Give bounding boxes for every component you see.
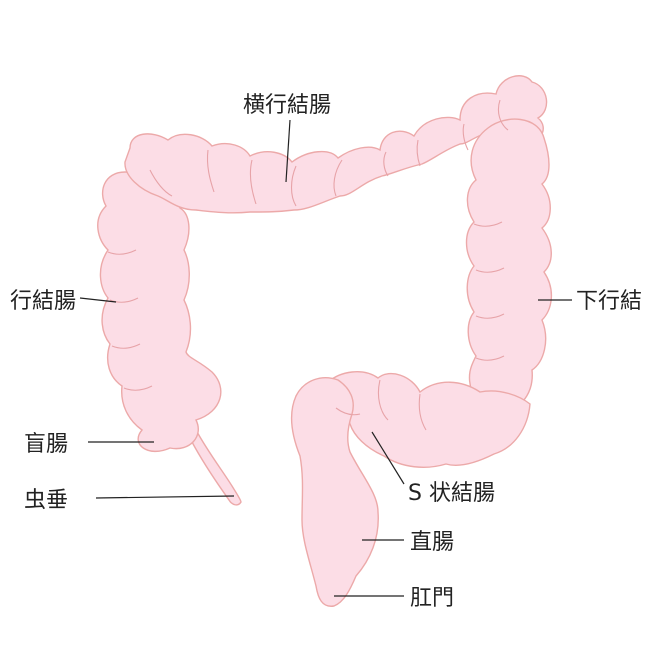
label-descending-colon: 下行結: [576, 289, 642, 314]
transverse-colon: [124, 75, 548, 214]
leader-transverse-colon: [285, 119, 291, 183]
label-appendix: 虫垂: [24, 488, 68, 513]
label-sigmoid-colon: S 状結腸: [408, 481, 495, 506]
leader-ascending-colon: [79, 297, 117, 303]
sigmoid-colon: [325, 371, 531, 468]
label-cecum: 盲腸: [24, 432, 68, 457]
rectum: [290, 377, 379, 607]
haustra-folds: [107, 99, 509, 431]
appendix: [191, 428, 242, 506]
leader-appendix: [95, 495, 235, 499]
label-rectum: 直腸: [410, 530, 454, 555]
label-anus: 肛門: [410, 586, 454, 611]
leader-sigmoid-colon: [371, 431, 405, 485]
descending-colon: [465, 118, 552, 412]
label-transverse-colon: 横行結腸: [243, 93, 331, 118]
label-ascending-colon: 行結腸: [10, 289, 76, 314]
ascending-colon: [97, 171, 222, 453]
